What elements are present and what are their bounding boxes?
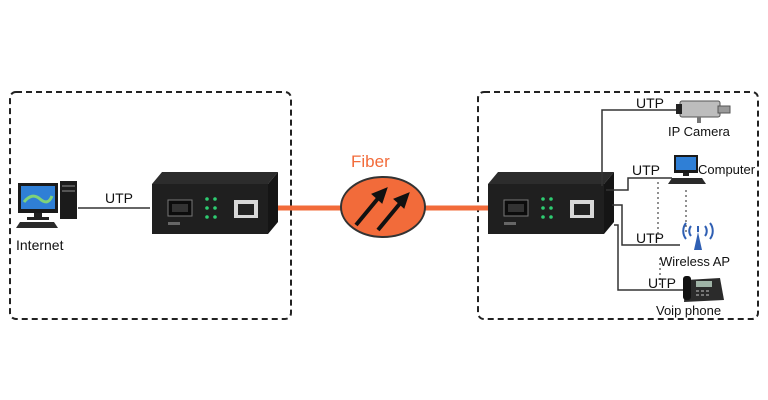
utp-label-camera: UTP [636,95,664,111]
desktop-computer-icon [16,181,77,228]
dotted-links [657,182,687,286]
device-label-camera: IP Camera [668,124,731,139]
fiber-link-ellipse [340,176,426,238]
fiber-label: Fiber [351,152,390,171]
utp-label-computer: UTP [632,162,660,178]
ip-camera-icon [676,100,731,123]
utp-label-phone: UTP [648,275,676,291]
internet-label: Internet [16,237,64,253]
voip-phone-icon [683,276,724,302]
right-site-boundary [477,91,759,320]
media-converter-icon [488,172,614,234]
device-label-computer: Computer [698,162,756,177]
media-converter-icon [152,172,278,234]
device-label-ap: Wireless AP [660,254,730,269]
fiber-arrows-icon [354,187,410,232]
right-utp-cabling [601,109,684,291]
desktop-computer-icon [668,155,706,184]
utp-label-ap: UTP [636,230,664,246]
left-utp-label: UTP [105,190,133,206]
device-label-phone: Voip phone [656,303,721,318]
wireless-ap-icon [682,222,714,250]
